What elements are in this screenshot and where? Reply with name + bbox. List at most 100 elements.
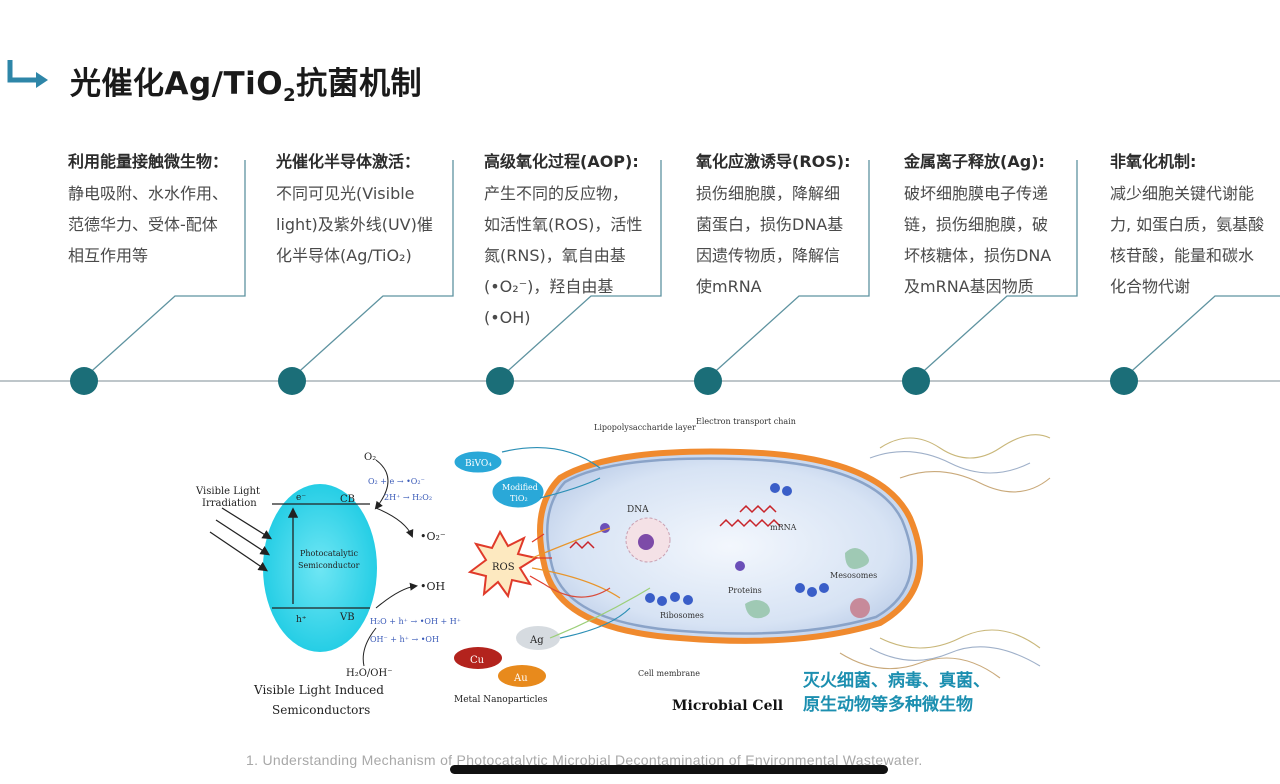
cell-membrane-label: Cell membrane (638, 669, 700, 678)
connector-5 (915, 160, 1078, 379)
semiconductor-label: Photocatalytic (300, 549, 358, 558)
page-title: 光催化Ag/TiO2抗菌机制 (70, 66, 423, 107)
timeline-node-6 (1110, 367, 1138, 395)
column-heading: 利用能量接触微生物： (68, 152, 229, 171)
hydroxyl-label: •OH (420, 580, 445, 593)
svg-text:e⁻: e⁻ (296, 493, 306, 503)
microbe-kill-caption: 灭火细菌、病毒、真菌、 原生动物等多种微生物 (803, 669, 990, 717)
ros-burst (467, 529, 539, 599)
mesosome-label: Mesosomes (830, 571, 877, 580)
equation-3: H₂O + h⁺ → •OH + H⁺ (370, 617, 461, 626)
column-line: 如活性氧(ROS)，活性 (484, 215, 643, 234)
mrna-strand (719, 518, 781, 528)
visible-light-label: Visible Light (195, 486, 260, 497)
connector-3 (499, 160, 662, 379)
flagella (839, 434, 1051, 679)
cb-label: CB (340, 494, 355, 505)
svg-text:Cu: Cu (470, 655, 485, 666)
column-line: light)及紫外线(UV)催 (276, 215, 433, 234)
column-line: 破坏细胞膜电子传递 (904, 184, 1049, 203)
column-line: 减少细胞关键代谢能 (1110, 184, 1255, 203)
bivo4-particle (453, 450, 503, 474)
equation-4: OH⁻ + h⁺ → •OH (370, 635, 439, 644)
au-particle (498, 665, 546, 687)
ros-label: ROS (492, 562, 515, 573)
ribosomes (645, 483, 829, 606)
microbial-cell (537, 448, 923, 644)
connector-4 (707, 160, 870, 379)
timeline-node-5 (902, 367, 930, 395)
column-line: 链，损伤细胞膜，破 (904, 215, 1049, 234)
column-line: 菌蛋白，损伤DNA基 (696, 215, 844, 234)
column-aop: 高级氧化过程(AOP): 产生不同的反应物， 如活性氧(ROS)，活性 氮(RN… (484, 148, 684, 333)
ag-particle (516, 626, 560, 650)
column-line: 相互作用等 (68, 246, 149, 265)
dna-label: DNA (627, 505, 649, 515)
timeline-node-2 (278, 367, 306, 395)
electron-transport-label: Electron transport chain (696, 417, 796, 426)
ribosome-label: Ribosomes (660, 611, 704, 620)
light-rays (209, 507, 273, 572)
metal-np-label: Metal Nanoparticles (454, 695, 548, 705)
column-line: 氮(RNS)，氧自由基 (484, 246, 626, 265)
svg-text:H₂O/OH⁻: H₂O/OH⁻ (346, 668, 393, 679)
timeline-node-4 (694, 367, 722, 395)
timeline (0, 160, 1280, 395)
column-non-oxidative: 非氧化机制: 减少细胞关键代谢能 力, 如蛋白质，氨基酸 核苷酸，能量和碳水 化… (1110, 148, 1280, 302)
mrna-label: mRNA (770, 523, 797, 532)
svg-text:TiO₂: TiO₂ (510, 494, 528, 503)
timeline-node-1 (70, 367, 98, 395)
kill-text-line: 原生动物等多种微生物 (803, 695, 973, 715)
column-electrostatic: 利用能量接触微生物： 静电吸附、水水作用、 范德华力、受体-配体 相互作用等 (68, 148, 268, 271)
column-line: 范德华力、受体-配体 (68, 215, 218, 234)
column-line: 坏核糖体，损伤DNA (904, 246, 1052, 265)
connector-2 (291, 160, 454, 379)
mesosome (845, 548, 869, 569)
equation-1: O₂ + e → •O₂⁻ (368, 477, 425, 486)
column-heading: 氧化应激诱导(ROS): (696, 152, 851, 171)
column-line: 化半导体(Ag/TiO₂) (276, 246, 412, 265)
title-arrow-icon (7, 60, 48, 88)
semiconductors-label: Semiconductors (272, 703, 370, 717)
column-line: 核苷酸，能量和碳水 (1110, 246, 1255, 265)
kill-text-line: 灭火细菌、病毒、真菌、 (803, 671, 990, 691)
lipopoly-label: Lipopolysaccharide layer (594, 423, 696, 432)
svg-text:BiVO₄: BiVO₄ (465, 459, 492, 469)
svg-text:O₂: O₂ (364, 452, 376, 463)
column-line: (•OH) (484, 308, 531, 327)
semiconductor-particle (263, 484, 377, 652)
column-activation: 光催化半导体激活： 不同可见光(Visible light)及紫外线(UV)催 … (276, 148, 476, 271)
svg-text:Irradiation: Irradiation (202, 498, 257, 509)
microbial-cell-label: Microbial Cell (672, 698, 783, 714)
protein-label: Proteins (728, 586, 762, 595)
mechanism-diagram: DNA mRNA Proteins Ribosomes Mesosomes Li… (195, 417, 1051, 717)
svg-text:h⁺: h⁺ (296, 615, 307, 625)
column-metal-ion: 金属离子释放(Ag): 破坏细胞膜电子传递 链，损伤细胞膜，破 坏核糖体，损伤D… (904, 148, 1104, 302)
column-line: 损伤细胞膜，降解细 (696, 184, 841, 203)
vb-label: VB (339, 612, 355, 623)
column-line: 因遗传物质，降解信 (696, 246, 841, 265)
column-line: 静电吸附、水水作用、 (68, 184, 229, 203)
timeline-node-3 (486, 367, 514, 395)
column-line: 及mRNA基因物质 (904, 277, 1034, 296)
attack-arrows (501, 447, 651, 639)
connector-6 (1123, 295, 1280, 379)
column-line: 产生不同的反应物， (484, 184, 629, 203)
svg-text:Semiconductor: Semiconductor (298, 561, 360, 570)
horizontal-scrollbar[interactable] (450, 765, 888, 774)
reference-citation: 1. Understanding Mechanism of Photocatal… (246, 752, 923, 768)
column-heading: 金属离子释放(Ag): (904, 152, 1045, 171)
cu-particle (454, 647, 502, 669)
modified-tio2-particle (491, 475, 545, 509)
equation-2: 2H⁺ → H₂O₂ (384, 493, 432, 502)
connector-1 (83, 160, 246, 379)
column-heading: 非氧化机制: (1110, 152, 1197, 171)
vl-induced-label: Visible Light Induced (253, 683, 384, 697)
column-line: 化合物代谢 (1110, 277, 1191, 296)
superoxide-label: •O₂⁻ (420, 530, 446, 543)
column-line: (•O₂⁻)，羟自由基 (484, 277, 614, 296)
svg-text:Modified: Modified (502, 483, 538, 492)
column-heading: 光催化半导体激活： (276, 152, 421, 171)
column-heading: 高级氧化过程(AOP): (484, 152, 639, 171)
column-line: 使mRNA (696, 277, 762, 296)
